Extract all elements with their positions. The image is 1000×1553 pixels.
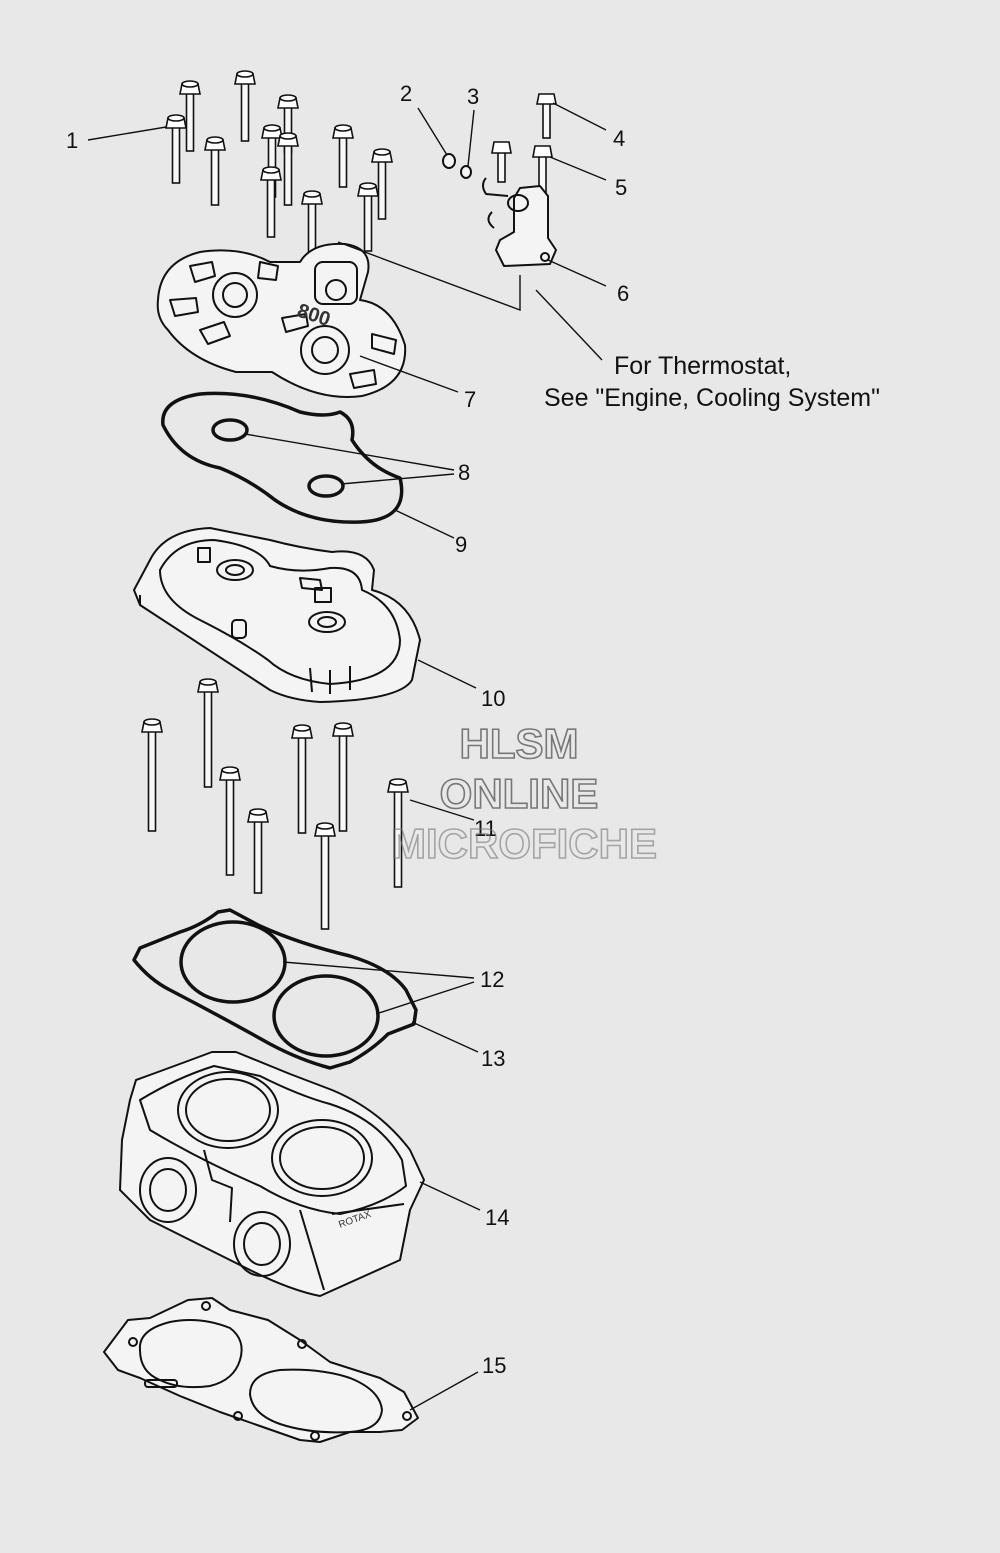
cylinder-bolt [197,678,219,788]
callout-9: 9 [455,532,467,557]
callout-7: 7 [464,387,476,412]
head-cover-seals [161,391,404,524]
head-cover-bolt [277,132,299,206]
cylinder-head-gasket-set [132,908,418,1070]
callout-10: 10 [481,686,505,711]
callout-13: 13 [481,1046,505,1071]
callout-15: 15 [482,1353,506,1378]
watermark-line-3: MICROFICHE [391,820,657,867]
thermostat-note: For Thermostat, See "Engine, Cooling Sys… [544,352,880,412]
callout-3: 3 [467,84,479,109]
callout-numbers: 1 2 3 4 5 6 7 8 9 10 11 12 13 14 15 [66,81,629,1378]
head-cover-bolt [371,148,393,220]
cylinder-bolt [247,808,269,894]
callout-12: 12 [480,967,504,992]
watermark: HLSM ONLINE MICROFICHE [390,719,658,868]
cylinder-bolt [141,718,163,832]
head-cover-bolt [234,70,256,142]
head-cover-bolt [277,94,299,154]
cylinder-block: ROTAX [119,1051,425,1297]
callout-11: 11 [474,816,497,841]
callout-1: 1 [66,128,78,153]
cylinder-base-gasket [103,1297,419,1443]
callout-4: 4 [613,126,625,151]
head-cover-bolts [165,70,393,262]
cylinder-head [133,527,421,703]
callout-2: 2 [400,81,412,106]
cylinder-bolt [219,766,241,876]
callout-5: 5 [615,175,627,200]
head-cover-bolt [165,114,187,184]
leader-lines [87,102,607,1411]
head-cover-bolt [204,136,226,206]
cylinder-head-cover: 800 [156,242,407,398]
cylinder-bolt [291,724,313,834]
cylinder-bolt [387,778,409,888]
callout-6: 6 [617,281,629,306]
head-cover-bolt [179,80,201,152]
note-line-2: See "Engine, Cooling System" [544,384,880,412]
head-cover-bolt [332,124,354,188]
head-cover-bolt [260,166,282,238]
thermostat-housing [442,93,557,267]
cylinder-bolts [141,678,409,930]
cylinder-bolt [332,722,354,832]
head-cover-bolt [301,190,323,262]
head-cover-bolt [357,182,379,252]
callout-14: 14 [485,1205,509,1230]
cylinder-bolt [314,822,336,930]
note-line-1: For Thermostat, [614,352,791,380]
watermark-line-2: ONLINE [440,770,599,817]
callout-8: 8 [458,460,470,485]
watermark-line-1: HLSM [460,720,579,767]
